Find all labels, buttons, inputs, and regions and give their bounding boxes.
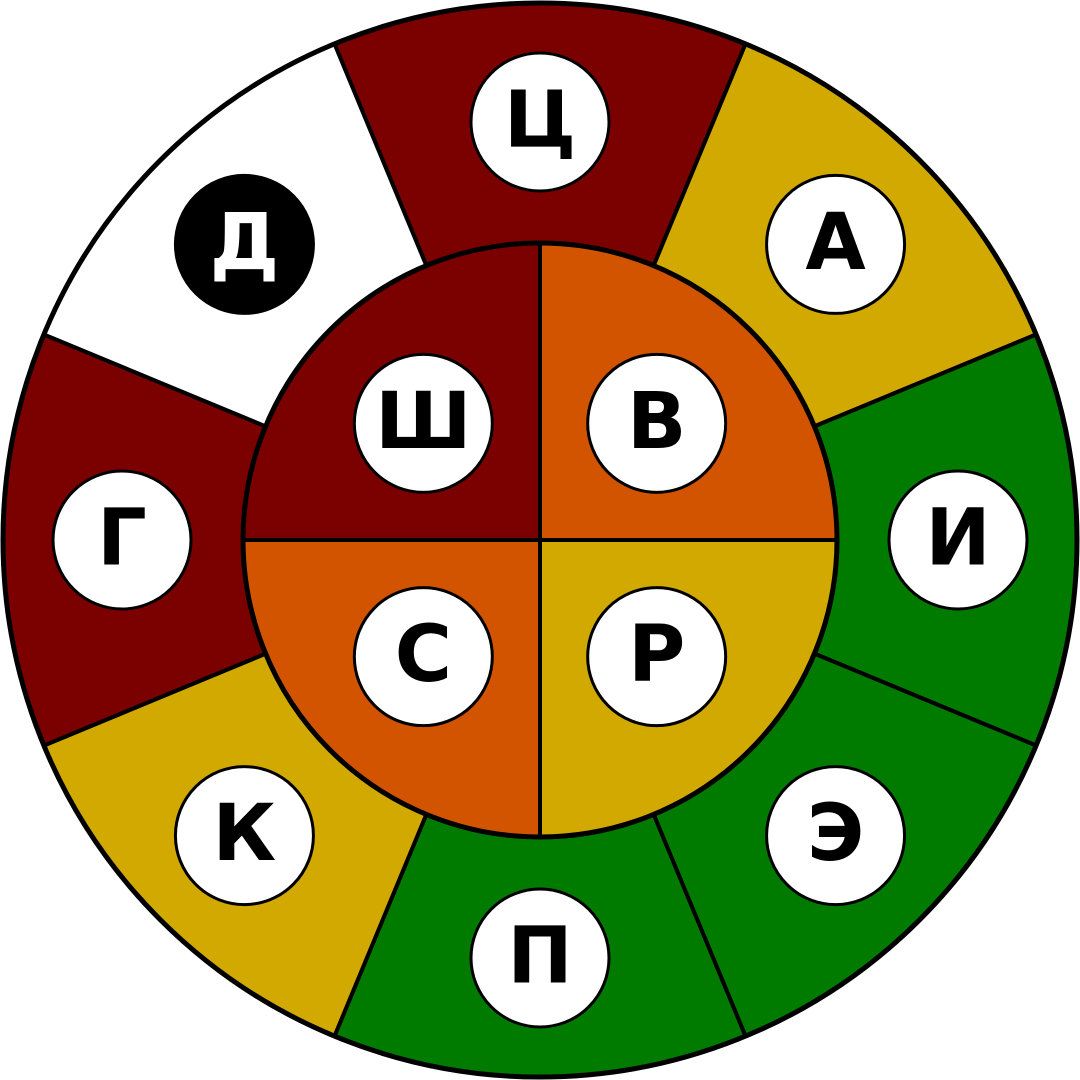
outer-ts-badge: Ц (469, 51, 611, 193)
outer-k-badge: К (173, 765, 315, 907)
inner-disc-border (240, 240, 840, 840)
inner-sh-letter: Ш (375, 377, 471, 467)
inner-v-badge-circle (586, 352, 728, 494)
inner-s-letter: С (395, 610, 452, 700)
outer-i-badge: И (887, 469, 1029, 611)
outer-ts-letter: Ц (504, 75, 576, 165)
inner-v-badge: В (586, 352, 728, 494)
inner-s-badge-circle (352, 586, 494, 728)
inner-r-badge: Р (586, 586, 728, 728)
outer-g-badge-circle (51, 469, 193, 611)
outer-e-letter: Э (807, 789, 864, 879)
outer-d-badge-circle (173, 173, 315, 315)
outer-g-badge: Г (51, 469, 193, 611)
inner-v-letter: В (627, 377, 686, 467)
outer-p-badge-circle (469, 887, 611, 1029)
inner-r-badge-circle (586, 586, 728, 728)
outer-a-badge: А (765, 173, 907, 315)
outer-d-badge: Д (173, 173, 315, 315)
outer-k-badge-circle (173, 765, 315, 907)
outer-a-letter: А (805, 198, 865, 288)
inner-sh-badge: Ш (352, 352, 494, 494)
inner-sh-badge-circle (352, 352, 494, 494)
outer-p-letter: П (507, 911, 572, 1001)
outer-i-letter: И (925, 493, 990, 583)
inner-r-letter: Р (628, 610, 685, 700)
inner-disc (240, 240, 840, 840)
outer-e-badge: Э (765, 765, 907, 907)
outer-p-badge: П (469, 887, 611, 1029)
outer-ts-badge-circle (469, 51, 611, 193)
outer-i-badge-circle (887, 469, 1029, 611)
outer-a-badge-circle (765, 173, 907, 315)
outer-d-letter: Д (210, 198, 279, 288)
outer-g-letter: Г (97, 493, 147, 583)
outer-k-letter: К (213, 789, 277, 879)
inner-s-badge: С (352, 586, 494, 728)
outer-e-badge-circle (765, 765, 907, 907)
letter-badges: Ц А И Э П К Г Д Ш В С Р (51, 51, 1029, 1029)
